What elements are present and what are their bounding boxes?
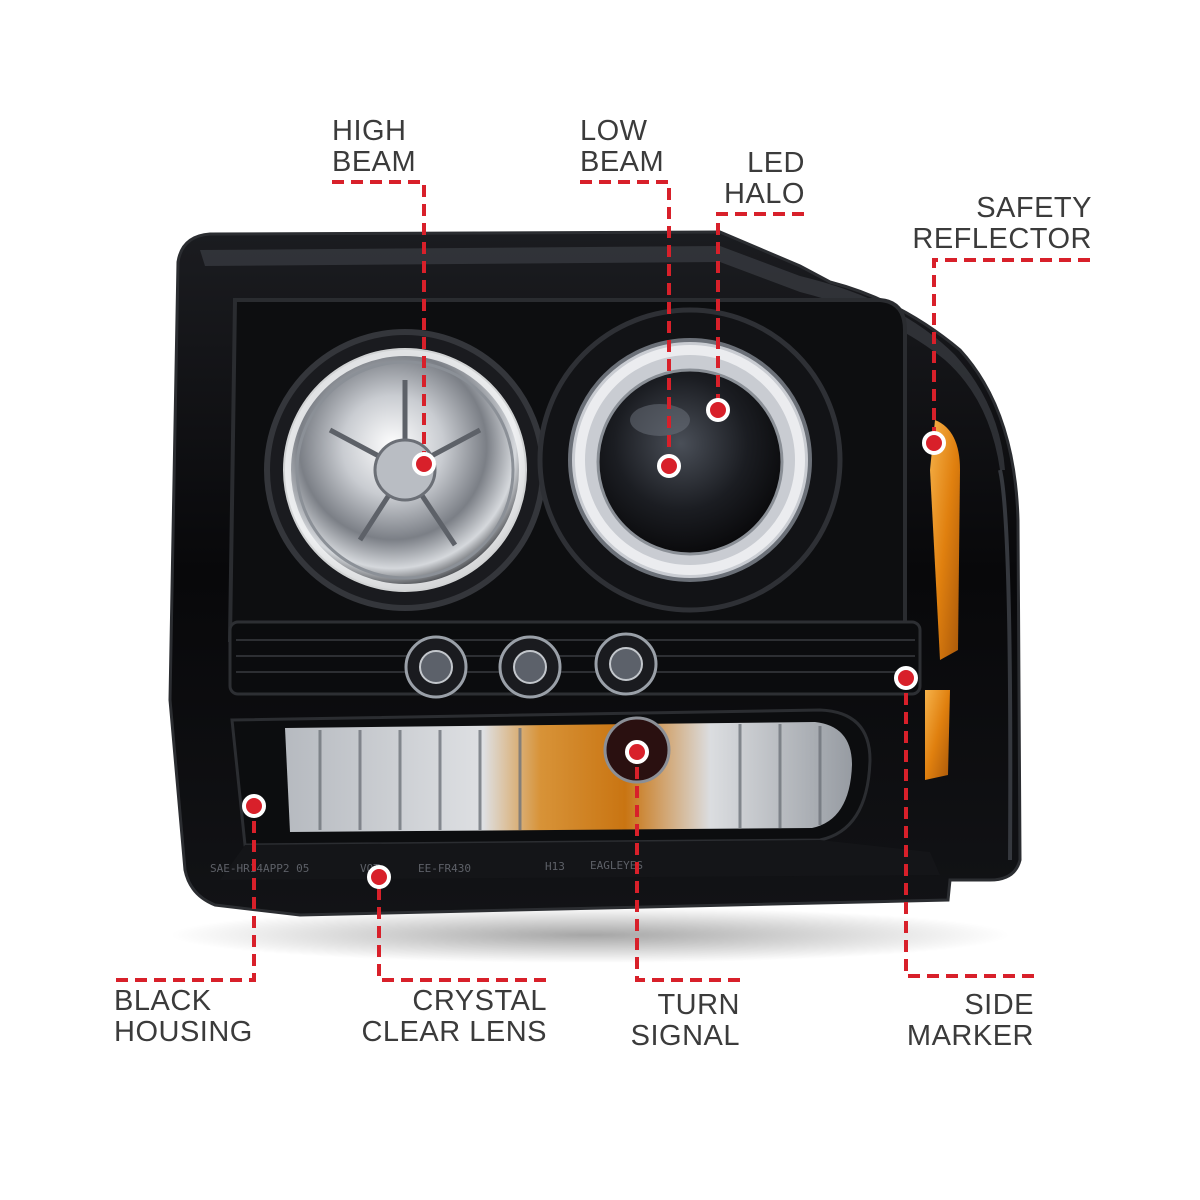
label-side-marker-line2: MARKER (906, 1020, 1034, 1052)
housing-edge (998, 469, 1013, 861)
label-black-housing-line2: HOUSING (114, 1016, 253, 1048)
label-high-beam: HIGH BEAM (332, 116, 416, 178)
label-led-halo-line2: HALO (724, 178, 805, 210)
callout-line-black-housing (116, 806, 256, 982)
label-crystal-clear-lens: CRYSTAL CLEAR LENS (361, 986, 547, 1048)
amber-side-marker (925, 690, 950, 780)
led-strip-bar (228, 620, 922, 699)
turn-signal-bar (220, 708, 940, 880)
high-beam-reflector (264, 329, 546, 611)
callout-lines (116, 180, 1090, 982)
callout-dot-high-beam (412, 452, 436, 476)
label-black-housing-line1: BLACK (114, 985, 212, 1017)
label-side-marker: SIDE MARKER (907, 990, 1034, 1052)
lens-markings: SAE-HR14APP2 05 VOT EE-FR430 H13 EAGLEYE… (210, 859, 643, 875)
label-turn-signal-line1: TURN (657, 989, 740, 1021)
label-safety-reflector: SAFETY REFLECTOR (912, 193, 1092, 255)
label-low-beam-line2: BEAM (580, 146, 665, 178)
callout-dot-black-housing (242, 794, 266, 818)
label-crystal-clear-lens-line2: CLEAR LENS (361, 1016, 547, 1048)
label-safety-reflector-line2: REFLECTOR (912, 223, 1092, 255)
label-led-halo: LED HALO (724, 148, 805, 210)
label-crystal-clear-lens-line1: CRYSTAL (412, 985, 547, 1017)
callout-line-crystal-clear-lens (377, 878, 546, 982)
callout-line-turn-signal (635, 752, 740, 982)
label-high-beam-line1: HIGH (332, 115, 407, 147)
callout-dot-side-marker (894, 666, 918, 690)
callout-dots (242, 398, 946, 889)
callout-line-low-beam (580, 180, 671, 466)
callout-dot-turn-signal (625, 740, 649, 764)
label-safety-reflector-line1: SAFETY (976, 192, 1092, 224)
led-bulbs (404, 632, 658, 699)
lens-mark-2: EE-FR430 (418, 862, 471, 875)
label-high-beam-line2: BEAM (332, 146, 417, 178)
callout-dot-led-halo (706, 398, 730, 422)
callout-dot-low-beam (657, 454, 681, 478)
callout-line-safety-reflector (932, 258, 1090, 442)
label-turn-signal: TURN SIGNAL (631, 990, 740, 1052)
amber-side-reflector (930, 420, 960, 660)
label-led-halo-line1: LED (747, 147, 805, 179)
lens-mark-0: SAE-HR14APP2 05 (210, 862, 309, 875)
callout-dot-crystal-clear-lens (367, 865, 391, 889)
label-low-beam-line1: LOW (580, 115, 648, 147)
lens-mark-3: H13 (545, 860, 565, 873)
label-low-beam: LOW BEAM (580, 116, 664, 178)
label-turn-signal-line2: SIGNAL (630, 1020, 740, 1052)
callout-line-high-beam (332, 180, 426, 462)
low-beam-projector (537, 307, 843, 613)
callout-dot-safety-reflector (922, 431, 946, 455)
label-black-housing: BLACK HOUSING (114, 986, 253, 1048)
callout-line-led-halo (716, 212, 804, 408)
callout-line-side-marker (904, 678, 1034, 978)
label-side-marker-line1: SIDE (964, 989, 1034, 1021)
lens-mark-4: EAGLEYES (590, 859, 643, 872)
